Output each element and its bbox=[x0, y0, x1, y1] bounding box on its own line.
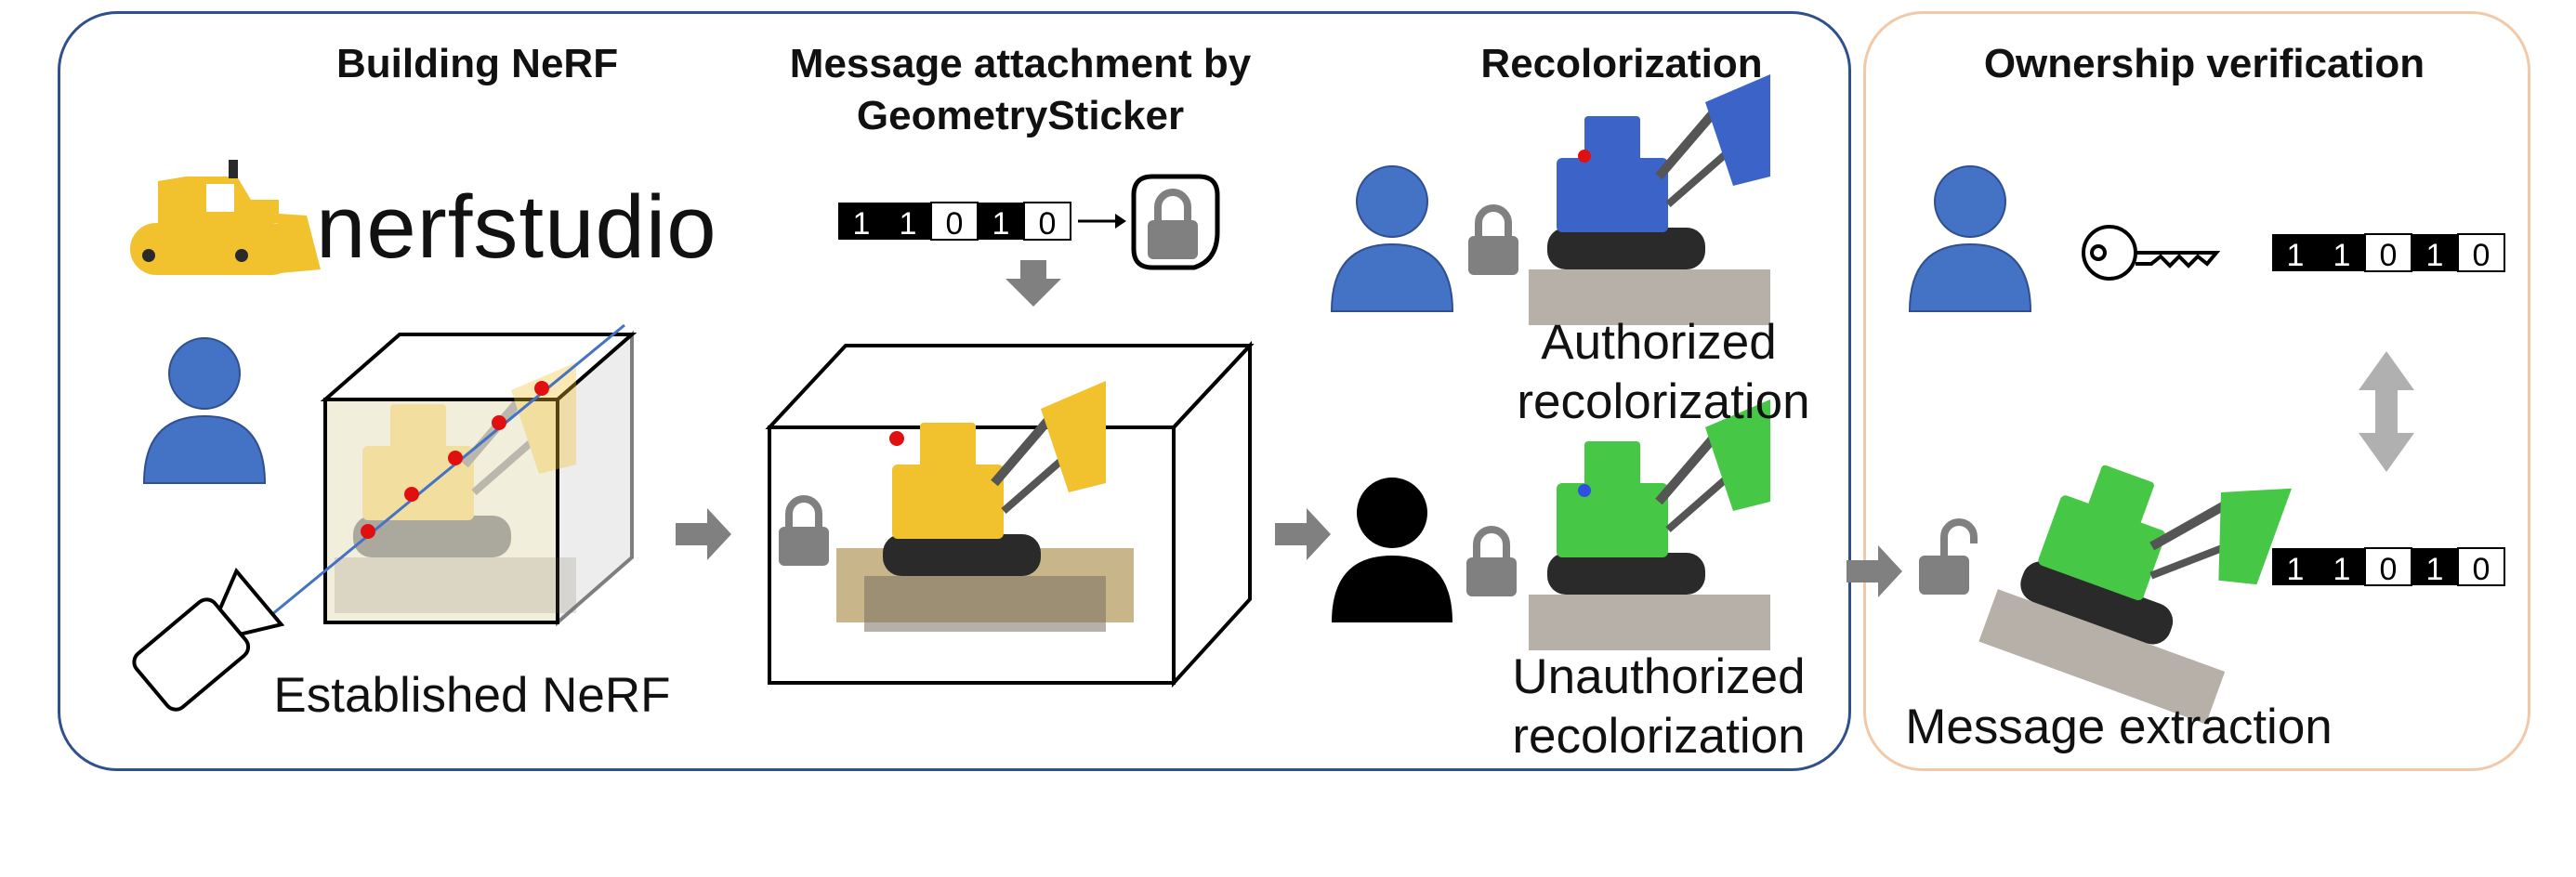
owner-bit-3: 0 bbox=[2380, 238, 2398, 273]
authorized-caption-line1: Authorized bbox=[1541, 315, 1777, 370]
arrow-to-attachment bbox=[676, 508, 731, 560]
extracted-green-model bbox=[1978, 406, 2292, 725]
blue-recolored-model bbox=[1529, 74, 1770, 325]
bit-2: 1 bbox=[900, 206, 917, 242]
ownership-verification-title: Ownership verification bbox=[1983, 41, 2425, 86]
unauthorized-caption-line2: recolorization bbox=[1512, 709, 1806, 764]
bit-3: 0 bbox=[946, 206, 964, 242]
unlocked-lock-icon bbox=[1919, 518, 1978, 595]
owner-bit-5: 0 bbox=[2473, 238, 2491, 273]
bit-4: 1 bbox=[992, 206, 1010, 242]
arrow-down bbox=[1005, 260, 1061, 307]
ray-sample-points bbox=[361, 381, 549, 539]
bit-5: 0 bbox=[1039, 206, 1057, 242]
person-icon bbox=[143, 337, 266, 484]
watermarked-nerf-cube bbox=[765, 340, 1255, 688]
camera-icon bbox=[132, 567, 285, 712]
extracted-bit-2: 1 bbox=[2333, 552, 2351, 587]
main-pipeline-panel bbox=[58, 11, 1851, 771]
message-extraction-caption: Message extraction bbox=[1905, 700, 2333, 754]
bit-1: 1 bbox=[853, 206, 871, 242]
owner-bit-4: 1 bbox=[2426, 238, 2444, 273]
lock-icon-unauthorized bbox=[1466, 530, 1517, 596]
comparison-arrow bbox=[2359, 351, 2414, 472]
owner-bit-2: 1 bbox=[2333, 238, 2351, 273]
message-attachment-title-line1: Message attachment by bbox=[789, 41, 1252, 86]
owner-bit-1: 1 bbox=[2287, 238, 2305, 273]
lock-icon-authorized bbox=[1468, 208, 1518, 275]
sticker-icon bbox=[1131, 174, 1220, 270]
green-recolored-model bbox=[1529, 399, 1770, 650]
bulldozer-logo-icon bbox=[130, 160, 321, 275]
nerfstudio-logo-text: nerfstudio bbox=[316, 177, 717, 277]
extracted-bit-1: 1 bbox=[2287, 552, 2305, 587]
person-icon-authorized bbox=[1331, 165, 1453, 312]
key-icon bbox=[2082, 225, 2221, 281]
message-attachment-title-line2: GeometrySticker bbox=[856, 93, 1185, 138]
person-icon-owner bbox=[1909, 165, 2031, 312]
building-nerf-title: Building NeRF bbox=[336, 41, 619, 86]
extracted-bit-3: 0 bbox=[2380, 552, 2398, 587]
ownership-verification-panel bbox=[1863, 11, 2530, 771]
established-nerf-cube bbox=[320, 330, 637, 627]
extracted-bit-5: 0 bbox=[2473, 552, 2491, 587]
arrow-to-recolorization bbox=[1275, 508, 1331, 560]
camera-ray bbox=[250, 323, 625, 634]
unauthorized-caption-line1: Unauthorized bbox=[1512, 649, 1806, 704]
authorized-caption-line2: recolorization bbox=[1517, 374, 1810, 429]
extracted-bit-4: 1 bbox=[2426, 552, 2444, 587]
person-icon-unauthorized bbox=[1332, 478, 1452, 622]
arrow-to-verification bbox=[1847, 545, 1902, 597]
recolorization-title: Recolorization bbox=[1480, 41, 1763, 86]
lock-icon bbox=[779, 499, 829, 566]
established-nerf-caption: Established NeRF bbox=[273, 668, 671, 723]
